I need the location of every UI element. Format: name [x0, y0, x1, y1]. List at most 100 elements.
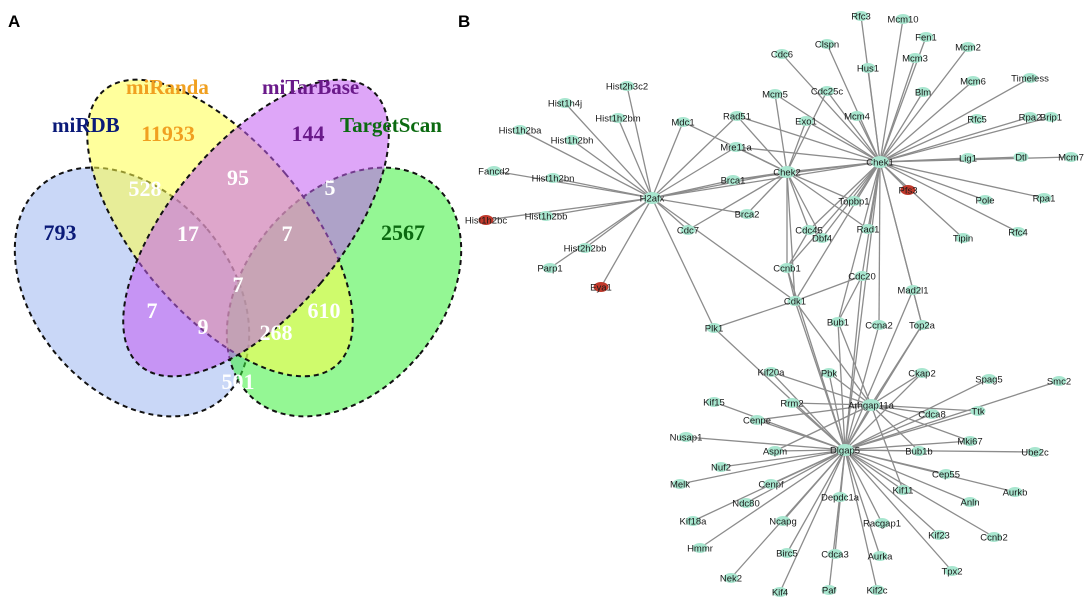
node-dot [542, 263, 558, 273]
node-kif23: Kif23 [928, 530, 950, 542]
node-dot [962, 497, 978, 507]
edge-chek2-cdc25c [786, 90, 828, 173]
edge-h2afx-mdc1 [651, 121, 684, 199]
node-dbf4: Dbf4 [812, 233, 832, 245]
node-label: Mcm3 [902, 54, 928, 65]
edge-chek1-brca1 [732, 161, 881, 181]
node-label: Chek2 [773, 168, 800, 179]
node-rfc5: Rfc5 [967, 114, 987, 126]
edge-dlgap5-kif20a [770, 371, 846, 451]
node-label: Fen1 [915, 33, 937, 44]
edge-h2afx-cdc7 [651, 197, 689, 231]
node-dot [772, 587, 788, 597]
node-topbp1: Topbp1 [838, 196, 870, 208]
node-label: Mad2l1 [897, 286, 928, 297]
node-label: Hist2h2bb [564, 244, 607, 255]
node-label: Pole [975, 196, 994, 207]
node-label: Mcm6 [960, 77, 986, 88]
node-rpa2: Rpa2 [1019, 112, 1041, 124]
edge-chek2-exo1 [786, 120, 807, 173]
node-kif11: Kif11 [893, 485, 913, 497]
node-plk1: Plk1 [705, 323, 723, 335]
node-dot [895, 14, 911, 24]
edge-h2afx-hist2h3c2 [626, 85, 653, 199]
node-hist2h3c2: Hist2h3c2 [606, 81, 648, 93]
node-dot [977, 195, 993, 205]
edge-dlgap5-kif2c [844, 449, 878, 591]
node-label: Kif15 [703, 398, 725, 409]
edge-dlgap5-kif23 [844, 449, 940, 536]
venn-label-miranda: miRanda [126, 75, 209, 99]
node-label: Clspn [815, 40, 839, 51]
edge-chek1-clspn [826, 43, 881, 163]
node-label: Nek2 [720, 574, 742, 585]
edge-chek2-brca2 [746, 171, 788, 215]
node-label: Kif20a [758, 368, 786, 379]
node-label: Brca1 [721, 176, 746, 187]
edge-arhgap11a-cenpe [756, 404, 872, 421]
edge-dlgap5-cdc20 [844, 275, 863, 451]
node-label: Dtl [1015, 153, 1027, 164]
node-cdc45: Cdc45 [795, 225, 823, 237]
network-nodes: H2afxChek2Chek1Dlgap5Arhgap11aHist2h3c2H… [465, 11, 1084, 599]
node-dot [478, 215, 494, 225]
node-dot [1022, 112, 1038, 122]
node-label: Kif2c [866, 586, 887, 597]
node-cdca8: Cdca8 [918, 409, 946, 421]
node-label: Melk [670, 480, 690, 491]
node-kif18a: Kif18a [680, 516, 707, 528]
node-dot [685, 516, 701, 526]
node-dot [680, 225, 696, 235]
node-label: Topbp1 [838, 197, 869, 208]
edge-chek2-cdc7 [687, 171, 788, 231]
node-ccnb2: Ccnb2 [980, 532, 1008, 544]
node-dot [1007, 487, 1023, 497]
node-dot [862, 399, 880, 411]
edge-h2afx-hist1h2bb [545, 197, 653, 217]
edge-cdk1-plk1 [713, 300, 796, 329]
node-dot [960, 42, 976, 52]
edge-chek1-mcm2 [879, 46, 969, 163]
node-dot [907, 53, 923, 63]
node-ttk: Ttk [970, 406, 986, 418]
node-dot [1043, 112, 1059, 122]
edge-chek2-rad1 [786, 171, 869, 230]
node-label: Mdc1 [671, 118, 694, 129]
edge-dlgap5-cdca8 [844, 413, 933, 451]
node-lig1: Lig1 [959, 153, 977, 165]
edge-chek1-timeless [879, 77, 1031, 163]
node-cdc20: Cdc20 [848, 271, 876, 283]
edge-h2afx-eya1 [600, 197, 653, 288]
node-hist1h4j: Hist1h4j [548, 98, 582, 110]
edge-h2afx-parp1 [549, 197, 653, 269]
node-dot [1022, 73, 1038, 83]
node-dot [846, 196, 862, 206]
edge-chek1-hus1 [867, 67, 881, 163]
node-hist1h2bn: Hist1h2bn [532, 173, 574, 185]
node-hist1h2bm: Hist1h2bm [595, 113, 641, 125]
node-label: Cdca8 [918, 410, 945, 421]
node-brip1: Brip1 [1040, 112, 1062, 124]
node-dot [672, 479, 688, 489]
node-label: Mre11a [720, 143, 752, 154]
node-label: Pbk [821, 369, 838, 380]
node-pfs3: Pfs3 [898, 185, 918, 197]
edge-chek1-rpa1 [879, 161, 1045, 199]
node-dot [706, 397, 722, 407]
node-smc2: Smc2 [1047, 376, 1071, 388]
edge-dlgap5-kif4 [779, 449, 846, 593]
node-dot [827, 549, 843, 559]
node-dot [619, 81, 635, 91]
edge-dlgap5-tpx2 [844, 449, 953, 572]
edge-chek1-rad51 [736, 115, 881, 163]
edge-dlgap5-mki67 [844, 440, 971, 451]
node-label: Ncapg [769, 517, 796, 528]
edge-dlgap5-cenpe [756, 419, 846, 451]
node-brca1: Brca1 [721, 175, 746, 187]
edge-h2afx-cdk1 [651, 197, 796, 302]
node-dot [749, 415, 765, 425]
node-label: Mcm2 [955, 43, 981, 54]
edge-dlgap5-rrm2 [791, 402, 846, 451]
edge-chek2-cdk1 [786, 171, 796, 302]
edge-chek1-tipin [879, 161, 964, 239]
